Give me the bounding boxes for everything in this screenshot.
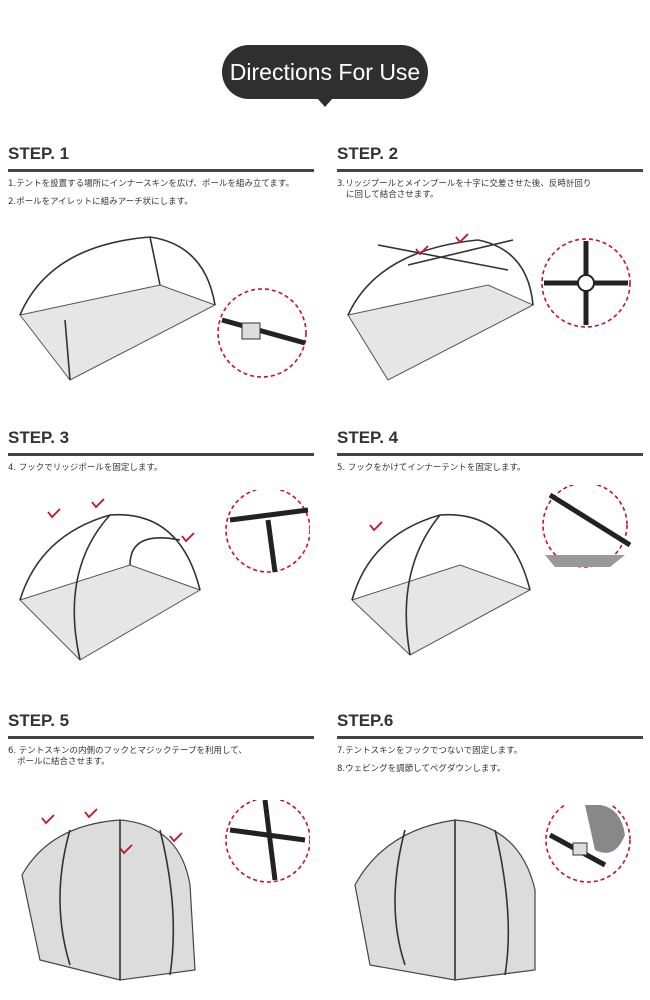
step-heading: STEP. 5 xyxy=(8,711,70,730)
step-text: に回して結合させます。 xyxy=(346,190,439,200)
step-3-illustration xyxy=(19,490,310,661)
page-title: Directions For Use xyxy=(222,45,428,107)
step-5: STEP. 5 6. テントスキンの内側のフックとマジックテープを利用して、 ポ… xyxy=(8,711,314,768)
step-text: 6. テントスキンの内側のフックとマジックテープを利用して、 xyxy=(8,746,247,756)
step-heading: STEP. 3 xyxy=(8,428,70,447)
step-2-illustration xyxy=(347,233,631,381)
step-4-illustration xyxy=(351,485,632,656)
step-text: 8.ウェビングを調節してペグダウンします。 xyxy=(337,764,506,774)
divider xyxy=(8,736,314,739)
step-heading: STEP. 2 xyxy=(337,144,399,163)
step-heading: STEP.6 xyxy=(337,711,394,730)
divider xyxy=(337,736,643,739)
step-4: STEP. 4 5. フックをかけてインナーテントを固定します。 xyxy=(337,428,643,474)
step-3: STEP. 3 4. フックでリッジポールを固定します。 xyxy=(8,428,314,474)
step-6-illustration xyxy=(354,805,631,981)
divider xyxy=(337,453,643,456)
step-text: 3.リッジプールとメインプールを十字に交差させた後、反時計回り xyxy=(337,179,592,189)
divider xyxy=(8,453,314,456)
step-text: 1.テントを設置する場所にインナースキンを広げ、ポールを組み立てます。 xyxy=(8,179,295,189)
step-heading: STEP. 1 xyxy=(8,144,70,163)
step-2: STEP. 2 3.リッジプールとメインプールを十字に交差させた後、反時計回り … xyxy=(337,144,643,201)
divider xyxy=(337,169,643,172)
step-1-illustration xyxy=(19,236,307,381)
divider xyxy=(8,169,314,172)
step-text: 5. フックをかけてインナーテントを固定します。 xyxy=(337,463,526,473)
step-text: 7.テントスキンをフックでつないで固定します。 xyxy=(337,746,523,756)
step-5-illustration xyxy=(21,800,310,981)
step-text: 4. フックでリッジポールを固定します。 xyxy=(8,463,163,473)
step-text: ポールに結合させます。 xyxy=(17,757,110,767)
step-6: STEP.6 7.テントスキンをフックでつないで固定します。 8.ウェビングを調… xyxy=(337,711,643,775)
step-1: STEP. 1 1.テントを設置する場所にインナースキンを広げ、ポールを組み立て… xyxy=(8,144,314,208)
step-text: 2.ポールをアイレットに組みアーチ状にします。 xyxy=(8,197,193,207)
step-heading: STEP. 4 xyxy=(337,428,399,447)
